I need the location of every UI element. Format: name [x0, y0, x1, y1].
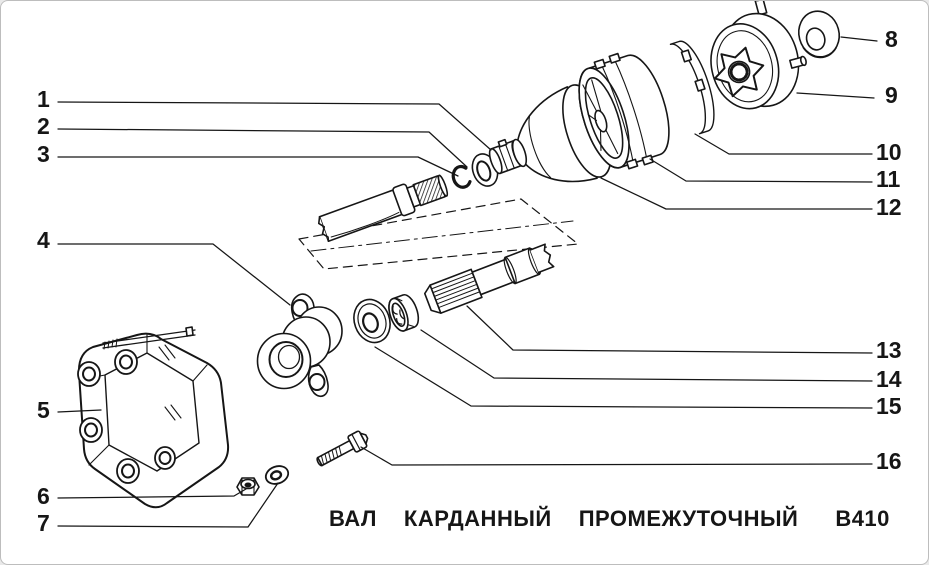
callout-7: 7	[37, 510, 50, 536]
part-washer	[264, 465, 290, 485]
coupling-bushings	[77, 349, 176, 484]
callout-13: 13	[876, 337, 902, 363]
leader-7	[57, 482, 279, 528]
part-seal-ring-lower	[353, 298, 391, 344]
part-bolt	[316, 430, 369, 467]
callout-3: 3	[37, 141, 50, 167]
part-snap-ring	[451, 164, 472, 189]
leader-6	[57, 488, 247, 499]
callout-12: 12	[876, 194, 902, 220]
leader-14	[420, 329, 873, 382]
part-flange-yoke	[256, 293, 343, 397]
leader-4	[57, 243, 291, 306]
callout-1: 1	[37, 86, 50, 112]
leader-5	[57, 409, 102, 413]
figure-code: В410	[835, 506, 890, 531]
callout-4: 4	[37, 227, 50, 253]
part-elastic-coupling	[77, 326, 230, 509]
caption-word-2: КАРДАННЫЙ	[403, 506, 552, 531]
part-spring-retainer	[388, 293, 420, 332]
callout-11: 11	[876, 166, 901, 192]
leader-15	[374, 346, 873, 409]
leader-2	[57, 128, 468, 168]
caption-word-3: ПРОМЕЖУТОЧНЫЙ	[578, 506, 799, 531]
callout-9: 9	[885, 82, 898, 108]
callout-15: 15	[876, 393, 902, 419]
leader-lines	[57, 36, 878, 528]
callout-6: 6	[37, 483, 50, 509]
leader-13	[466, 305, 873, 354]
part-nut	[236, 477, 260, 496]
part-clamp-band	[669, 40, 715, 135]
callout-8: 8	[885, 26, 898, 52]
callout-16: 16	[876, 448, 902, 474]
leader-8	[840, 36, 878, 42]
leader-16	[360, 446, 873, 466]
ghost-panel	[298, 198, 579, 270]
part-dust-cap	[797, 10, 841, 59]
callout-10: 10	[876, 139, 902, 165]
leader-12	[600, 177, 873, 210]
callout-14: 14	[876, 366, 902, 392]
caption-word-1: ВАЛ	[329, 506, 377, 531]
ghost-centerline	[310, 220, 574, 252]
figure-caption: ВАЛ КАРДАННЫЙ ПРОМЕЖУТОЧНЫЙ В410	[329, 506, 890, 532]
part-shaft-stub	[317, 174, 449, 243]
callout-5: 5	[37, 397, 50, 423]
leader-11	[649, 158, 873, 183]
leader-3	[57, 156, 459, 177]
part-splined-shaft	[423, 243, 555, 314]
part-cv-joint	[710, 1, 807, 110]
leader-1	[57, 101, 492, 151]
part-joint-cage	[578, 52, 670, 170]
callout-2: 2	[37, 113, 50, 139]
leader-10	[694, 133, 873, 155]
leader-9	[796, 92, 875, 99]
